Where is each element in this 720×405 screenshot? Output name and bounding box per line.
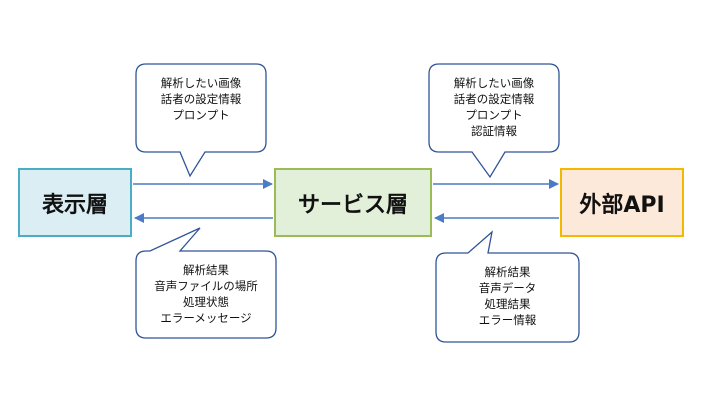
callout-line: プロンプト (172, 108, 230, 122)
callout-bubble-service-to-display (135, 227, 277, 339)
service-layer-box: サービス層 (274, 168, 432, 237)
callout-line: 解析したい画像 (453, 76, 535, 90)
external-api-box: 外部API (560, 168, 684, 237)
callout-line: 解析結果 (484, 265, 531, 279)
callout-line: 認証情報 (471, 124, 517, 138)
callout-line: エラー情報 (478, 313, 537, 327)
callout-line: 音声ファイルの場所 (154, 279, 258, 293)
callout-bubble-display-to-service (135, 63, 267, 178)
callout-line: 処理状態 (183, 295, 229, 309)
callout-text-service-to-external: 解析したい画像 話者の設定情報 プロンプト 認証情報 (429, 75, 559, 139)
service-layer-label: サービス層 (297, 192, 408, 218)
display-layer-label: 表示層 (41, 192, 108, 218)
external-api-label: 外部API (579, 192, 665, 218)
callout-line: 解析したい画像 (160, 76, 242, 90)
callout-bubble-external-to-service (435, 230, 580, 343)
callout-line: 音声データ (478, 281, 537, 295)
callout-text-external-to-service: 解析結果 音声データ 処理結果 エラー情報 (436, 264, 579, 328)
callout-line: 解析結果 (183, 263, 229, 277)
callout-line: 話者の設定情報 (160, 92, 242, 106)
callout-bubble-service-to-external (428, 63, 560, 179)
callout-line: エラーメッセージ (160, 311, 252, 325)
callout-line: プロンプト (465, 108, 523, 122)
callout-line: 話者の設定情報 (453, 92, 535, 106)
callout-text-service-to-display: 解析結果 音声ファイルの場所 処理状態 エラーメッセージ (136, 262, 276, 326)
callout-line: 処理結果 (484, 297, 531, 311)
display-layer-box: 表示層 (18, 168, 132, 237)
callout-text-display-to-service: 解析したい画像 話者の設定情報 プロンプト (136, 75, 266, 123)
